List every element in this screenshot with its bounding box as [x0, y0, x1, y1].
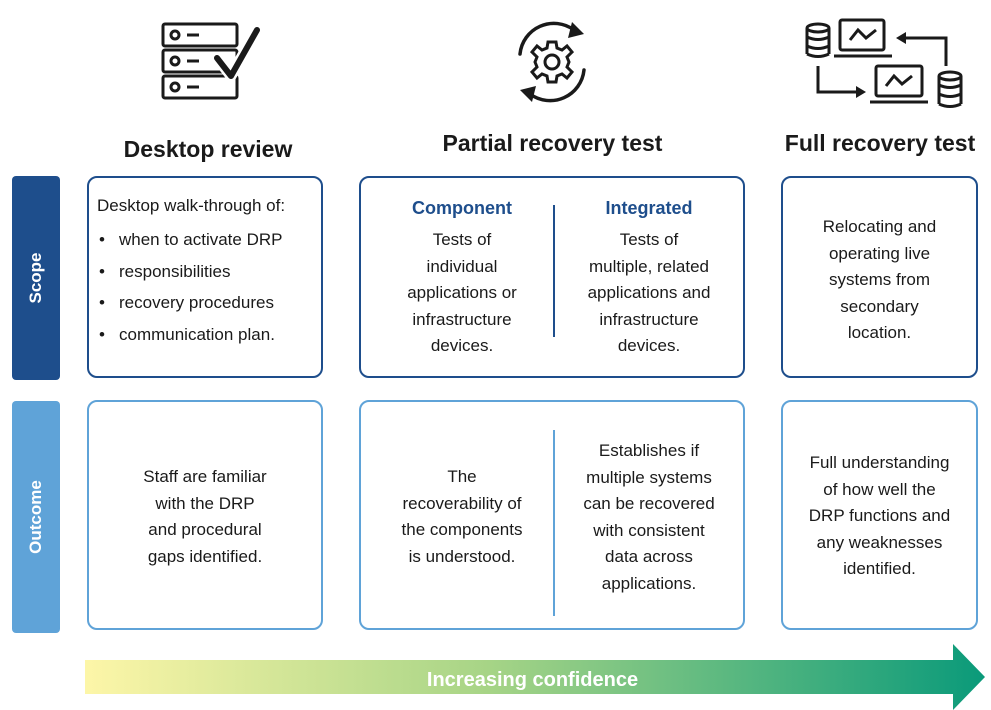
desktop-outcome-text: Staff are familiar with the DRP and proc…	[143, 467, 267, 566]
integrated-heading: Integrated	[605, 198, 693, 218]
outcome-partial-divider	[553, 430, 555, 616]
scope-full-box: Relocating and operating live systems fr…	[781, 176, 978, 378]
integrated-scope-text: Tests of multiple, related applications …	[587, 230, 711, 355]
full-outcome-text: Full understanding of how well the DRP f…	[808, 453, 951, 578]
outcome-desktop-box: Staff are familiar with the DRP and proc…	[87, 400, 323, 630]
confidence-label: Increasing confidence	[426, 669, 639, 691]
scope-partial-divider	[553, 205, 555, 337]
scope-desktop-box: Desktop walk-through of: when to activat…	[87, 176, 323, 378]
component-scope-text: Tests of individual applications or infr…	[407, 230, 517, 355]
list-item: responsibilities	[97, 256, 282, 288]
confidence-arrow	[85, 644, 985, 710]
outcome-partial-box: The recoverability of the components is …	[359, 400, 745, 630]
checklist-server-icon	[161, 22, 263, 100]
outcome-full-box: Full understanding of how well the DRP f…	[781, 400, 978, 630]
scope-desktop-list: when to activate DRP responsibilities re…	[97, 224, 282, 350]
full-scope-text: Relocating and operating live systems fr…	[822, 217, 937, 342]
component-outcome-text: The recoverability of the components is …	[401, 467, 523, 566]
gear-cycle-icon	[518, 21, 586, 103]
component-heading: Component	[412, 198, 512, 218]
outcome-label-text: Outcome	[26, 480, 45, 554]
scope-desktop-intro: Desktop walk-through of:	[97, 196, 286, 215]
scope-row-label: Scope	[12, 176, 60, 380]
scope-label-text: Scope	[26, 252, 45, 304]
outcome-row-label: Outcome	[12, 401, 60, 633]
full-recovery-title: Full recovery test	[784, 130, 976, 156]
integrated-outcome-text: Establishes if multiple systems can be r…	[583, 441, 715, 593]
list-item: communication plan.	[97, 319, 282, 351]
scope-partial-box: Component Integrated Tests of individual…	[359, 176, 745, 378]
data-transfer-icon	[805, 18, 963, 108]
list-item: recovery procedures	[97, 287, 282, 319]
partial-recovery-title: Partial recovery test	[442, 130, 663, 156]
list-item: when to activate DRP	[97, 224, 282, 256]
desktop-review-title: Desktop review	[123, 136, 293, 162]
